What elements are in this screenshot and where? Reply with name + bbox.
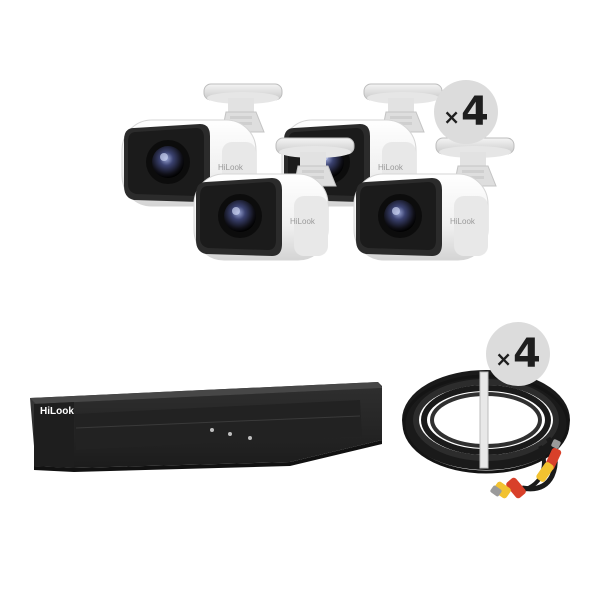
camera-quantity-badge: × 4 — [434, 80, 498, 144]
coaxial-cable-icon — [402, 370, 570, 499]
quantity-count: 4 — [460, 89, 489, 135]
quantity-count: 4 — [512, 331, 541, 377]
dvr-brand-label: HiLook — [40, 406, 74, 417]
dvr-recorder-icon: HiLook — [30, 382, 382, 472]
cable-quantity-badge: × 4 — [486, 322, 550, 386]
quantity-prefix: × — [495, 347, 512, 371]
quantity-prefix: × — [443, 105, 460, 129]
